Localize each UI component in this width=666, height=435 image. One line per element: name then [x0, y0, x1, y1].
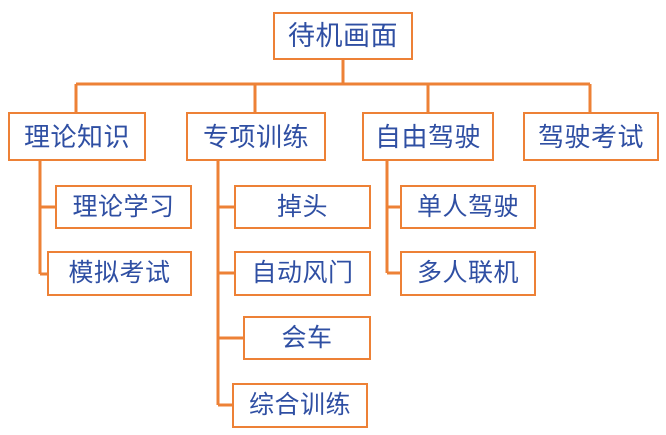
node-theory-study-label: 理论学习 [72, 192, 175, 221]
node-root[interactable]: 待机画面 [273, 12, 413, 60]
node-special-training[interactable]: 专项训练 [186, 112, 326, 161]
node-comprehensive-training[interactable]: 综合训练 [232, 383, 368, 428]
node-theory-knowledge-label: 理论知识 [23, 121, 130, 152]
node-comprehensive-training-label: 综合训练 [248, 391, 351, 419]
node-special-training-label: 专项训练 [202, 121, 309, 152]
node-auto-throttle[interactable]: 自动风门 [234, 251, 371, 296]
node-free-driving-label: 自由驾驶 [374, 121, 481, 152]
node-u-turn-label: 掉头 [276, 192, 328, 221]
node-free-driving[interactable]: 自由驾驶 [362, 112, 494, 161]
node-vehicle-meeting[interactable]: 会车 [243, 316, 371, 360]
node-mock-exam[interactable]: 模拟考试 [47, 251, 192, 296]
node-mock-exam-label: 模拟考试 [68, 259, 171, 287]
node-multiplayer-label: 多人联机 [416, 259, 519, 287]
node-theory-study[interactable]: 理论学习 [55, 185, 192, 229]
node-theory-knowledge[interactable]: 理论知识 [8, 112, 146, 161]
node-vehicle-meeting-label: 会车 [281, 323, 333, 352]
node-single-driving[interactable]: 单人驾驶 [400, 185, 536, 229]
node-multiplayer[interactable]: 多人联机 [400, 251, 536, 296]
node-driving-exam[interactable]: 驾驶考试 [523, 112, 659, 161]
node-single-driving-label: 单人驾驶 [416, 192, 519, 221]
node-driving-exam-label: 驾驶考试 [537, 121, 644, 152]
node-root-label: 待机画面 [288, 20, 398, 51]
node-auto-throttle-label: 自动风门 [251, 259, 354, 287]
node-u-turn[interactable]: 掉头 [234, 185, 371, 229]
